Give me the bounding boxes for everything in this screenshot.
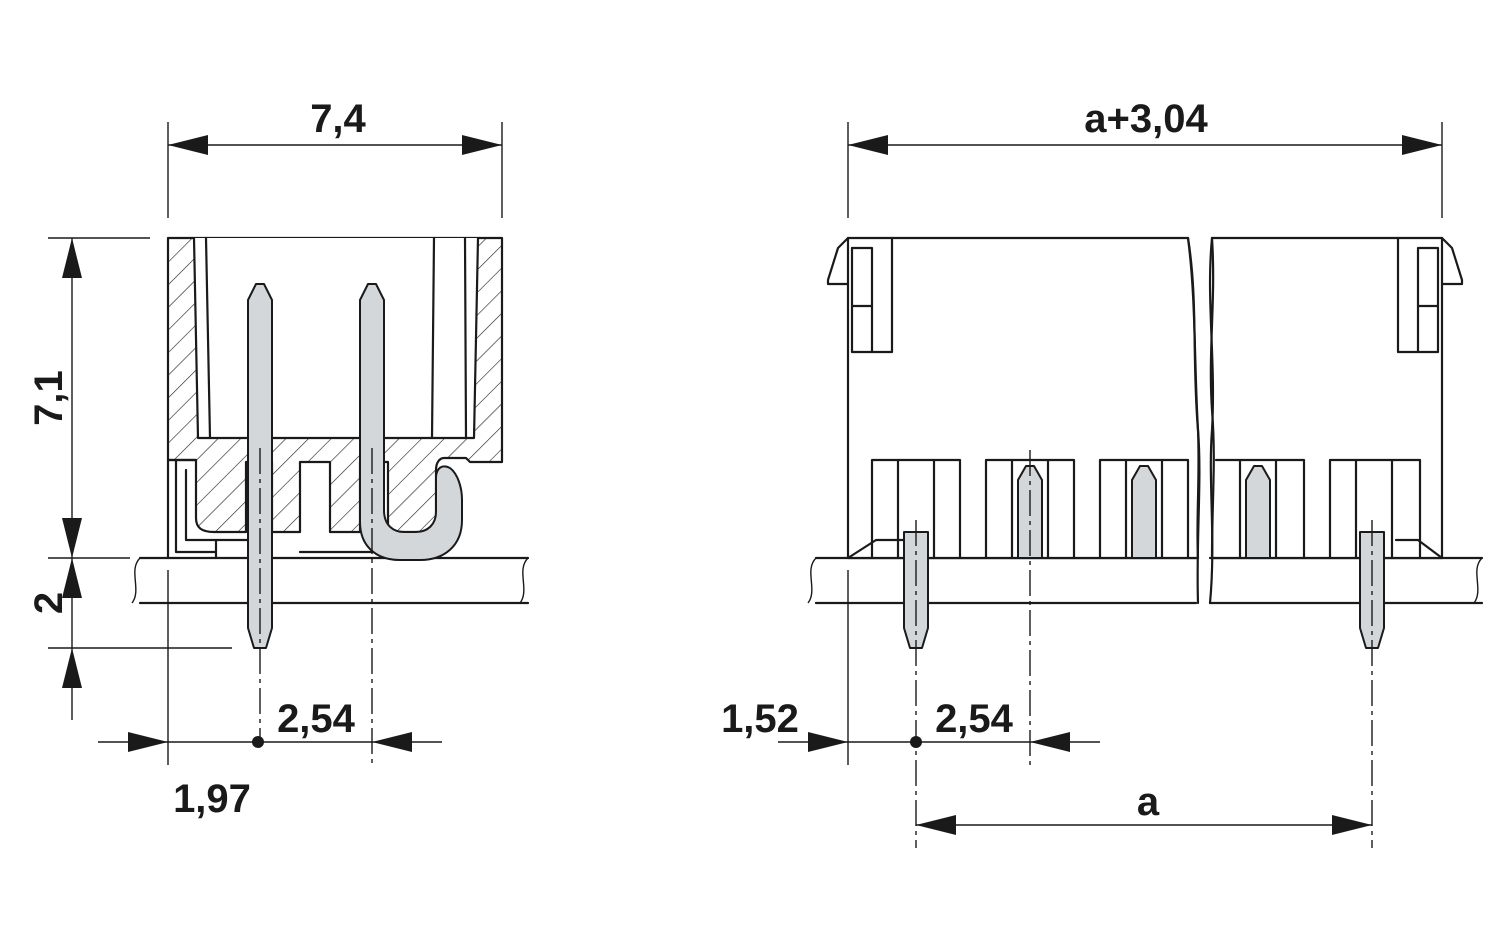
side-width-dimension: 7,4	[167, 97, 503, 218]
side-pitch-dimension: 2,54 1,97	[98, 570, 442, 821]
front-span-dimension: a	[916, 780, 1372, 835]
front-width-label: a+3,04	[1084, 97, 1208, 141]
front-view: a+3,04 2,54 1,52 a	[721, 97, 1484, 848]
front-width-dimension: a+3,04	[847, 97, 1443, 218]
front-latch-right	[1396, 236, 1464, 354]
front-pitch-dimension: 2,54 1,52	[721, 570, 1100, 765]
side-view: 7,4 7,1 2 2,54 1,97	[27, 97, 530, 821]
front-pin-3	[1131, 465, 1157, 559]
side-pin-length-dimension: 2	[27, 558, 232, 720]
side-height-label: 7,1	[27, 370, 71, 426]
side-board	[131, 556, 530, 605]
side-height-dimension: 7,1	[27, 237, 150, 559]
front-offset-label: 1,52	[721, 697, 799, 741]
front-break-left	[1186, 236, 1201, 605]
front-pitch-label: 2,54	[935, 697, 1014, 741]
side-offset-label: 1,97	[173, 777, 251, 821]
side-width-label: 7,4	[310, 97, 366, 141]
side-housing-cavity	[192, 237, 480, 440]
front-break-right	[1208, 236, 1215, 605]
front-pin-5	[1359, 531, 1385, 649]
front-pin-pockets	[846, 458, 1444, 560]
front-pin-1	[903, 531, 929, 649]
side-pin-length-label: 2	[27, 592, 71, 614]
side-housing-base	[166, 458, 252, 560]
side-pin-bent	[359, 283, 463, 561]
side-pitch-label: 2,54	[277, 697, 356, 741]
front-span-label: a	[1137, 780, 1160, 824]
front-latch-left	[826, 236, 894, 354]
front-pin-4	[1245, 465, 1271, 559]
